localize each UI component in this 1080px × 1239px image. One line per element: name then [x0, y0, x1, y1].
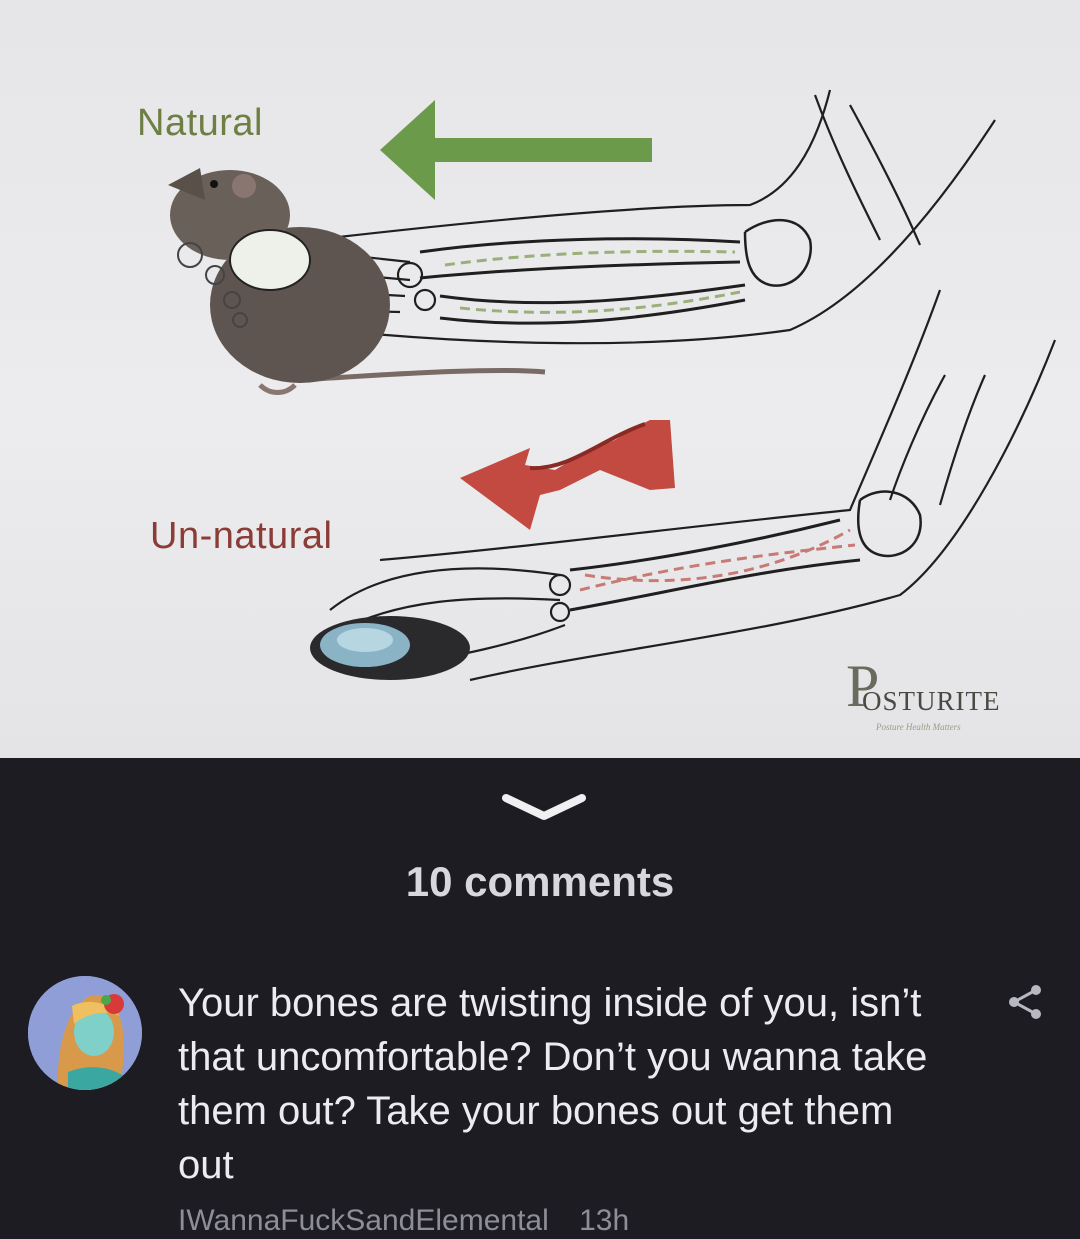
unnatural-arm	[329, 289, 1057, 682]
unnatural-label: Un-natural	[150, 515, 333, 557]
illustration	[168, 89, 1057, 682]
comment-text: Your bones are twisting inside of you, i…	[178, 981, 928, 1187]
comment-time: 13h	[579, 1204, 630, 1237]
natural-label: Natural	[137, 102, 263, 144]
post-image[interactable]: Natural Un-natural P OSTURITE Posture He…	[0, 0, 1080, 758]
avatar-image	[28, 976, 142, 1090]
natural-arrow	[380, 100, 652, 200]
comment-author[interactable]: IWannaFuckSandElemental	[178, 1204, 549, 1237]
brand-initial: P	[846, 653, 880, 719]
natural-arm	[299, 89, 996, 345]
brand-tagline: Posture Health Matters	[876, 722, 961, 732]
rat	[168, 168, 546, 395]
share-icon[interactable]	[1006, 982, 1046, 1022]
comment-meta: IWannaFuckSandElemental 13h	[178, 1204, 629, 1238]
avatar[interactable]	[28, 976, 142, 1090]
unnatural-arrow	[460, 420, 675, 530]
computer-mouse	[310, 616, 470, 680]
brand-name: OSTURITE	[862, 686, 1001, 716]
comments-count: 10 comments	[405, 858, 675, 905]
chevron-down-icon[interactable]	[498, 790, 590, 826]
